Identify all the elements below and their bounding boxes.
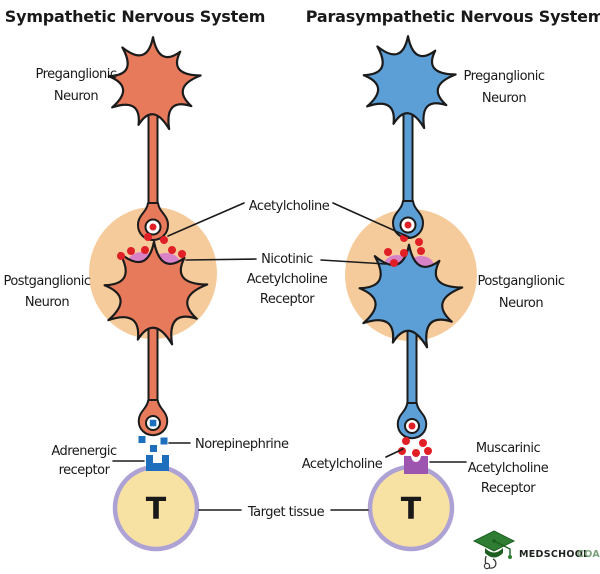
acetylcholine-dot <box>127 247 135 255</box>
tassel <box>493 540 511 555</box>
postganglionic-neuron-label: Postganglionic <box>3 274 90 289</box>
postganglionic-neuron-label: Neuron <box>499 296 543 311</box>
parasympathetic-preganglionic-axon <box>402 107 414 210</box>
stethoscope-chestpiece <box>483 562 491 570</box>
norepinephrine-square <box>160 437 168 445</box>
nicotinic-receptor-label: Acetylcholine <box>247 272 328 287</box>
acetylcholine-dot <box>117 252 125 260</box>
acetylcholine-dot <box>400 249 408 257</box>
annotation-line <box>167 202 245 237</box>
norepinephrine-squares <box>138 436 168 452</box>
logo-text-medschool: MEDSCHOOL <box>519 549 590 560</box>
target-tissue-letter: T <box>146 492 167 527</box>
acetylcholine-dot <box>402 437 410 445</box>
preganglionic-neuron-label: Neuron <box>482 91 526 106</box>
acetylcholine-dot <box>149 223 157 231</box>
acetylcholine-dot <box>398 447 406 455</box>
logo-text-coach: COACH <box>577 549 600 560</box>
sympathetic-column: Sympathetic Nervous System <box>3 7 290 552</box>
parasympathetic-column: Parasympathetic Nervous System <box>302 7 600 552</box>
postganglionic-neuron-label: Postganglionic <box>477 274 564 289</box>
parasympathetic-postganglionic-axon <box>406 327 418 409</box>
acetylcholine-dot <box>141 246 149 254</box>
norepinephrine-square <box>149 419 157 427</box>
acetylcholine-bottom-label: Acetylcholine <box>302 457 383 472</box>
acetylcholine-dot <box>390 259 398 267</box>
acetylcholine-dot <box>144 233 152 241</box>
tassel-end <box>508 555 512 559</box>
adrenergic-receptor-label: Adrenergic <box>51 444 117 459</box>
parasympathetic-title: Parasympathetic Nervous System <box>306 7 600 26</box>
preganglionic-neuron-label: Preganglionic <box>463 69 544 84</box>
acetylcholine-top-label: Acetylcholine <box>249 199 330 214</box>
preganglionic-neuron-label: Preganglionic <box>35 67 116 82</box>
acetylcholine-dot <box>384 248 392 256</box>
annotation-line <box>332 202 412 239</box>
muscarinic-receptor-label: Muscarinic <box>476 441 541 456</box>
adrenergic-receptor-shape <box>146 455 169 471</box>
sympathetic-preganglionic-axon <box>147 105 159 210</box>
annotation-line <box>320 259 387 265</box>
norepinephrine-label: Norepinephrine <box>195 437 289 452</box>
adrenergic-receptor-label: receptor <box>59 463 111 478</box>
medschoolcoach-logo: MEDSCHOOL COACH <box>472 530 600 570</box>
norepinephrine-square <box>150 445 157 452</box>
acetylcholine-dot <box>417 247 425 255</box>
acetylcholine-dot <box>404 221 412 229</box>
cap-base <box>485 548 503 558</box>
acetylcholine-dot <box>424 447 432 455</box>
stethoscope-tube <box>484 555 497 569</box>
postganglionic-neuron-label: Neuron <box>25 295 69 310</box>
annotation-line <box>385 448 404 458</box>
acetylcholine-dot <box>160 236 168 244</box>
graduation-cap-stethoscope-icon <box>472 530 516 570</box>
acetylcholine-dots <box>117 233 186 260</box>
norepinephrine-square <box>138 436 146 443</box>
acetylcholine-dot <box>415 238 423 246</box>
sympathetic-title: Sympathetic Nervous System <box>5 7 265 26</box>
center-annotations: Acetylcholine Nicotinic Acetylcholine Re… <box>112 199 467 520</box>
parasympathetic-preganglionic-soma <box>362 35 457 130</box>
target-tissue-letter: T <box>401 492 422 527</box>
nicotinic-receptor-label: Receptor <box>260 292 315 307</box>
annotation-line <box>185 258 257 261</box>
muscarinic-receptor-label: Receptor <box>481 481 536 496</box>
acetylcholine-dot <box>178 250 186 258</box>
preganglionic-neuron-label: Neuron <box>54 89 98 104</box>
sympathetic-preganglionic-soma <box>107 36 202 131</box>
nicotinic-receptor-label: Nicotinic <box>261 252 313 267</box>
target-tissue-label: Target tissue <box>247 505 325 520</box>
acetylcholine-dot <box>168 246 176 254</box>
acetylcholine-dot <box>412 449 420 457</box>
muscarinic-receptor-shape <box>404 456 428 474</box>
acetylcholine-dot <box>408 422 416 430</box>
muscarinic-receptor-label: Acetylcholine <box>468 461 549 476</box>
acetylcholine-dot <box>419 439 427 447</box>
acetylcholine-dots <box>398 437 432 457</box>
cap-button <box>492 539 496 543</box>
